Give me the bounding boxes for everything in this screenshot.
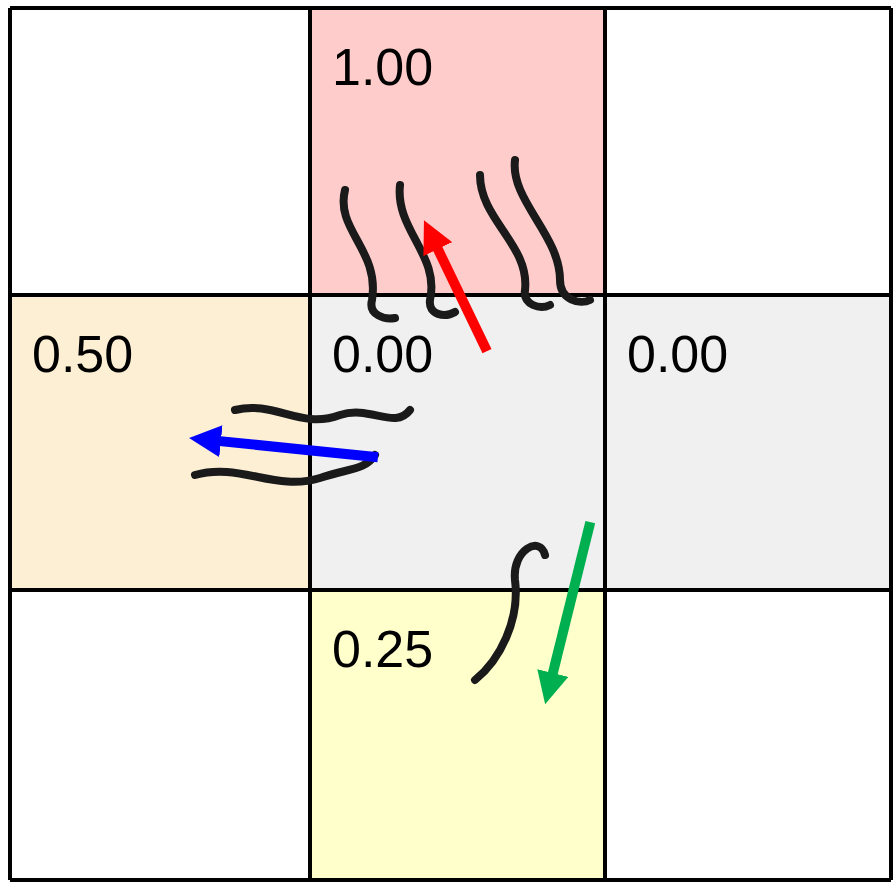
grid: 1.00 0.50 0.00 0.00 0.25 (10, 8, 893, 880)
cell-value: 0.50 (32, 325, 133, 385)
cell-value: 0.25 (332, 620, 433, 680)
grid-cell: 0.50 (10, 295, 310, 590)
grid-cell: 1.00 (310, 8, 605, 295)
cell-value: 0.00 (332, 325, 433, 385)
cell-value: 1.00 (332, 38, 433, 98)
grid-cell: 0.25 (310, 590, 605, 880)
grid-cell: 0.00 (605, 295, 893, 590)
grid-cell: 0.00 (310, 295, 605, 590)
cell-value: 0.00 (627, 325, 728, 385)
